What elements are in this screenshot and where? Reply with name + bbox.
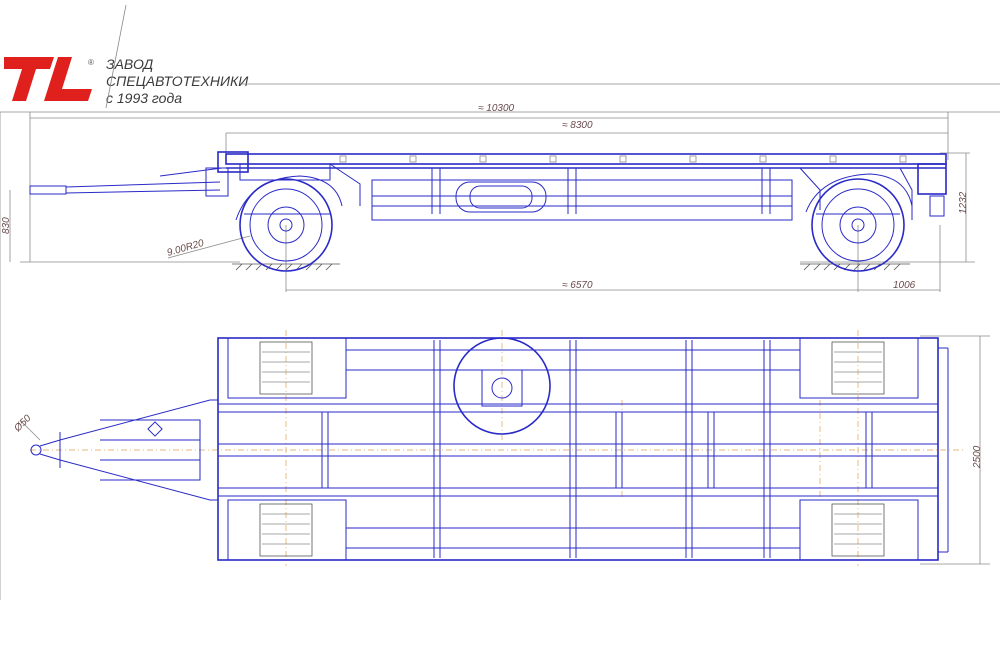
svg-text:®: ®	[88, 58, 94, 67]
spare-wheel-side	[455, 181, 547, 213]
dim-deck-height: 1232	[958, 191, 969, 214]
spare-wheel-top	[453, 337, 551, 435]
dim-tire-size: 9.00R20	[166, 238, 206, 259]
company-since: с 1993 года	[106, 90, 182, 106]
dim-wheelbase: ≈ 6570	[562, 280, 593, 291]
rear-wheel-side	[805, 173, 913, 272]
company-name-line1: ЗАВОД	[106, 56, 154, 72]
dim-width: 2500	[972, 445, 983, 469]
dim-overall-length: ≈ 10300	[478, 103, 515, 114]
logo-tl-mark	[4, 57, 54, 101]
sheet-frame	[0, 4, 1000, 600]
front-wheel-side	[235, 175, 343, 272]
drawbar-side	[29, 167, 229, 197]
platform-deck-side	[217, 151, 947, 195]
platform-outline-top	[217, 337, 939, 561]
side-view: ≈ 10300 ≈ 8300 ≈ 6570 1006 830 1232 9.00…	[1, 103, 975, 292]
company-name-line2: СПЕЦАВТОТЕХНИКИ	[106, 73, 249, 89]
top-view: 2500 Ø50	[12, 330, 990, 566]
dim-platform-length: ≈ 8300	[562, 120, 593, 131]
company-logo: ®	[4, 57, 94, 101]
dim-rear-overhang: 1006	[893, 280, 916, 291]
dim-eye-diameter: Ø50	[12, 413, 34, 435]
dim-coupling-height: 830	[1, 217, 12, 234]
drawbar-top	[30, 399, 218, 501]
